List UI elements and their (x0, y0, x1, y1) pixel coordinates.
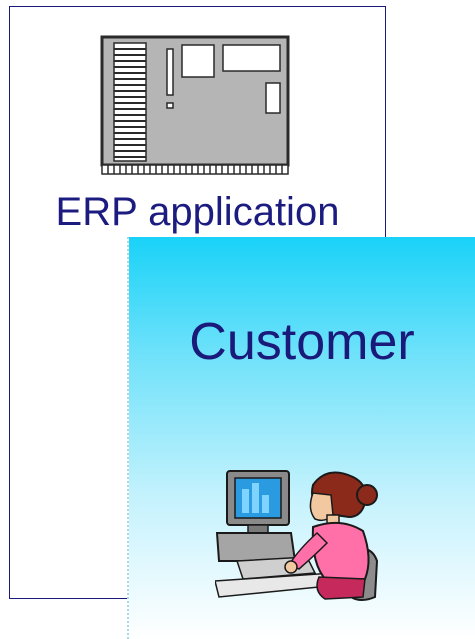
person-at-computer-icon (215, 470, 379, 601)
erp-application-label: ERP application (55, 190, 340, 234)
customer-card: Customer (127, 237, 475, 639)
server-rack-icon (100, 35, 290, 175)
customer-label: Customer (189, 313, 415, 371)
